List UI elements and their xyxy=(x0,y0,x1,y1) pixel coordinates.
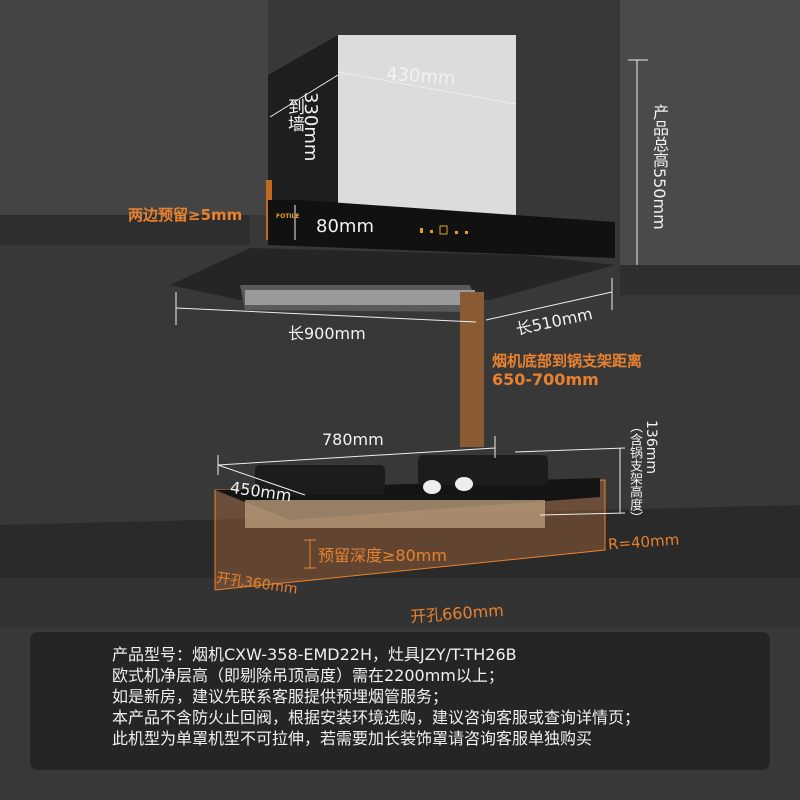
info-line-height: 欧式机净层高（即剔除吊顶高度）需在2200mm以上； xyxy=(112,666,504,685)
panel-height-label: 80mm xyxy=(316,216,374,237)
distance-value: 650-700mm xyxy=(492,370,599,389)
stove-height-label: 136mm xyxy=(643,420,659,474)
left-cabinet xyxy=(0,0,268,215)
info-line-valve: 本产品不含防火止回阀，根据安装环境选购，建议咨询客服或查询详情页； xyxy=(112,708,641,727)
reserve-depth-label: 预留深度≥80mm xyxy=(318,546,447,565)
stove-height-note: （含锅支架高度） xyxy=(627,420,642,524)
hood-control-panel xyxy=(268,200,615,258)
info-line-model: 产品型号：烟机CXW-358-EMD22H，灶具JZY/T-TH26B xyxy=(112,645,517,664)
countertop xyxy=(0,505,800,580)
hood-length-label: 长900mm xyxy=(288,324,366,343)
hood-chimney-side xyxy=(268,35,338,215)
stove-width-label: 780mm xyxy=(322,430,384,449)
burner-left xyxy=(255,465,385,495)
info-line-new-house: 如是新房，建议先联系客服提供预埋烟管服务； xyxy=(112,687,449,706)
side-clearance-label: 两边预留≥5mm xyxy=(128,206,243,224)
hood-depth-label: 330mm xyxy=(300,92,321,162)
to-wall-label: 到墙 xyxy=(284,98,304,132)
distance-title: 烟机底部到锅支架距离 xyxy=(492,352,643,370)
left-cabinet-bottom xyxy=(0,215,250,245)
total-height-label: 产品总高550mm xyxy=(650,104,669,230)
burner-right xyxy=(418,455,548,485)
product-info-panel: 产品型号：烟机CXW-358-EMD22H，灶具JZY/T-TH26B 欧式机净… xyxy=(30,632,770,770)
brand-logo: FOTILE xyxy=(276,213,300,220)
distance-bar xyxy=(460,292,484,447)
info-line-cover: 此机型为单罩机型不可拉伸，若需要加长装饰罩请咨询客服单独购买 xyxy=(112,729,593,748)
right-cabinet xyxy=(620,0,800,265)
hood-chimney-front xyxy=(338,35,516,215)
right-cabinet-bottom xyxy=(620,265,800,295)
